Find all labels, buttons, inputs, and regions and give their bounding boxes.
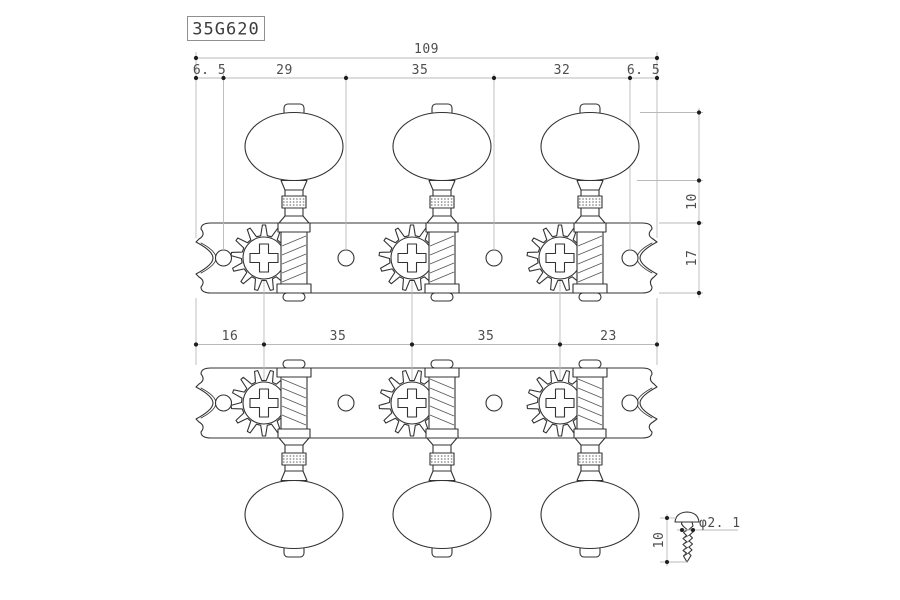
title-box: [187, 16, 265, 41]
dim-post-height: 10: [685, 193, 700, 210]
dim-top-5: 6. 5: [627, 63, 660, 78]
rear-view-tuners: [230, 359, 640, 558]
dimension-dots: [193, 55, 702, 564]
title-block: 35G620: [187, 16, 265, 41]
dim-plate-width: 17: [685, 250, 700, 267]
dim-mid-2: 35: [330, 329, 347, 344]
dim-mid-1: 16: [222, 329, 239, 344]
dim-top-4: 32: [554, 63, 571, 78]
dim-top-1: 6. 5: [193, 63, 226, 78]
part-number-label: 35G620: [192, 20, 259, 40]
screw-head: [674, 511, 700, 523]
screw-detail: [660, 511, 738, 566]
front-view-tuners: [230, 103, 640, 302]
dim-top-2: 29: [276, 63, 293, 78]
dim-top-3: 35: [412, 63, 429, 78]
dim-screw-length: 10: [652, 532, 667, 549]
dimension-lines: [195, 52, 703, 400]
dim-mid-4: 23: [600, 329, 617, 344]
dim-overall-width: 109: [414, 42, 439, 57]
dim-mid-3: 35: [478, 329, 495, 344]
dimension-labels: 109 6. 5 29 35 32 6. 5 16 35 35 23 10 17…: [193, 42, 741, 549]
dim-screw-diameter: φ2. 1: [699, 516, 741, 531]
